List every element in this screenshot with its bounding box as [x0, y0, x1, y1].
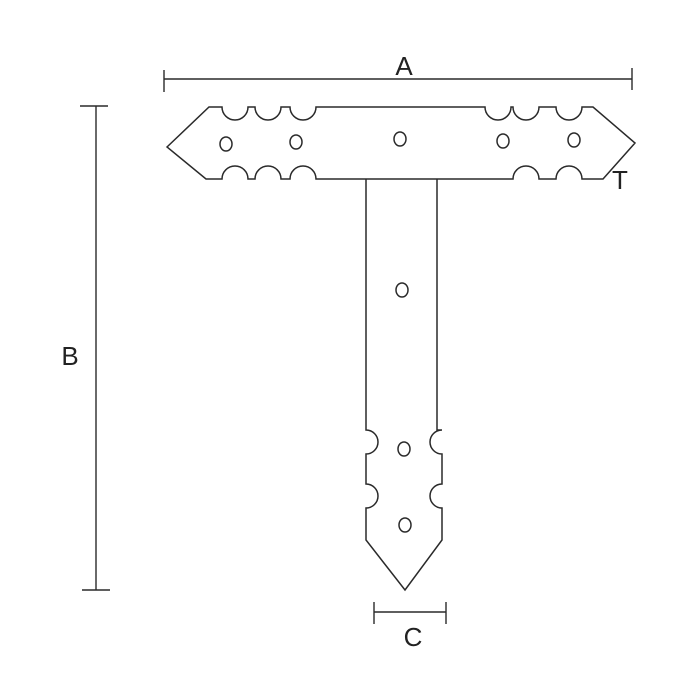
- crossbar-hole-5: [567, 132, 581, 148]
- crossbar-hole-4: [496, 133, 510, 149]
- crossbar-hole-2: [289, 134, 303, 150]
- hinge-crossbar: [165, 106, 637, 180]
- hinge-stem: [365, 179, 443, 592]
- dimension-b-label: B: [61, 341, 78, 371]
- dimension-t-label: T: [612, 165, 628, 195]
- stem-hole-3: [398, 517, 412, 533]
- dimension-b: B: [61, 105, 110, 591]
- crossbar-hole-1: [219, 136, 233, 152]
- dimension-a-label: A: [395, 51, 413, 81]
- dimension-c-label: C: [404, 622, 423, 652]
- crossbar-hole-3: [393, 131, 407, 147]
- dimension-a: A: [163, 51, 633, 92]
- dimension-c: C: [373, 602, 447, 652]
- stem-hole-1: [395, 282, 409, 298]
- stem-hole-2: [397, 441, 411, 457]
